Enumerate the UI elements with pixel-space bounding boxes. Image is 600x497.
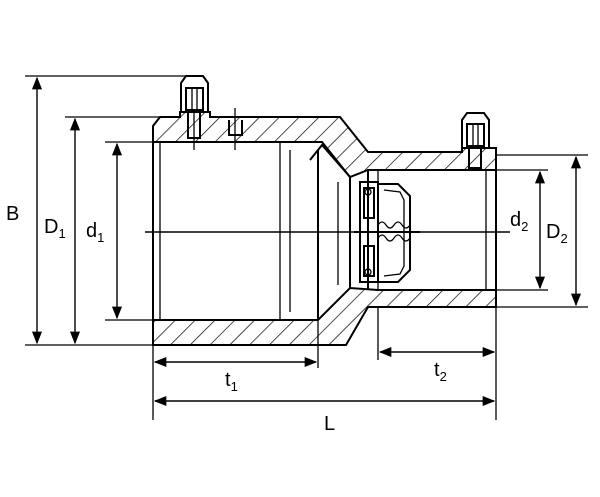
terminal-right bbox=[461, 112, 490, 169]
lower-wall bbox=[152, 286, 497, 346]
indicator-slot bbox=[228, 108, 243, 150]
label-d1: d1 bbox=[86, 220, 104, 245]
label-B: B bbox=[6, 203, 19, 225]
label-d2: d2 bbox=[510, 209, 528, 234]
label-D2: D2 bbox=[546, 221, 568, 246]
label-t1: t1 bbox=[225, 369, 238, 394]
label-t2: t2 bbox=[434, 359, 447, 384]
label-D1: D1 bbox=[44, 216, 66, 241]
label-L: L bbox=[324, 413, 335, 435]
upper-wall bbox=[152, 111, 497, 179]
extension-lines bbox=[25, 75, 588, 420]
